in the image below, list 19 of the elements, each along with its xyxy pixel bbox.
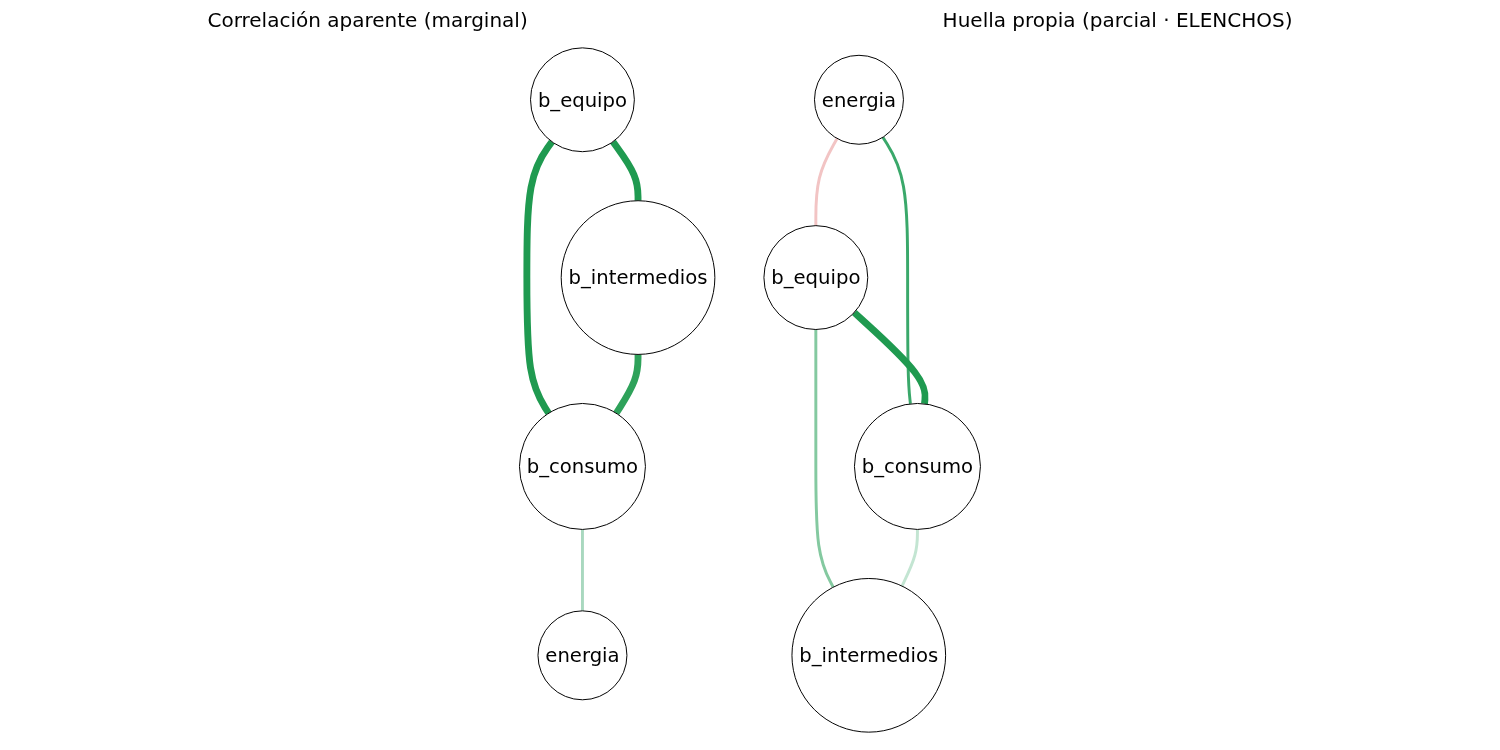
connector xyxy=(523,139,555,416)
node-circle: b_intermedios xyxy=(560,200,716,355)
node-circle: b_intermedios xyxy=(791,578,947,733)
panel-title: Correlación aparente (marginal) xyxy=(207,8,528,32)
node-circle: b_consumo xyxy=(519,402,646,530)
connector xyxy=(814,329,835,588)
connector xyxy=(900,529,919,587)
node-circle: b_equipo xyxy=(763,225,869,330)
connector xyxy=(814,137,839,226)
connector xyxy=(851,309,929,405)
node-circle: energia xyxy=(814,54,904,145)
node-circle: energia xyxy=(537,610,628,701)
node-circle: b_consumo xyxy=(854,402,981,530)
panel-title: Huella propia (parcial · ELENCHOS) xyxy=(942,8,1293,32)
node-circle: b_equipo xyxy=(530,47,635,153)
connector xyxy=(610,139,642,201)
connector xyxy=(613,354,642,416)
connector xyxy=(581,529,584,611)
connector xyxy=(881,136,912,404)
